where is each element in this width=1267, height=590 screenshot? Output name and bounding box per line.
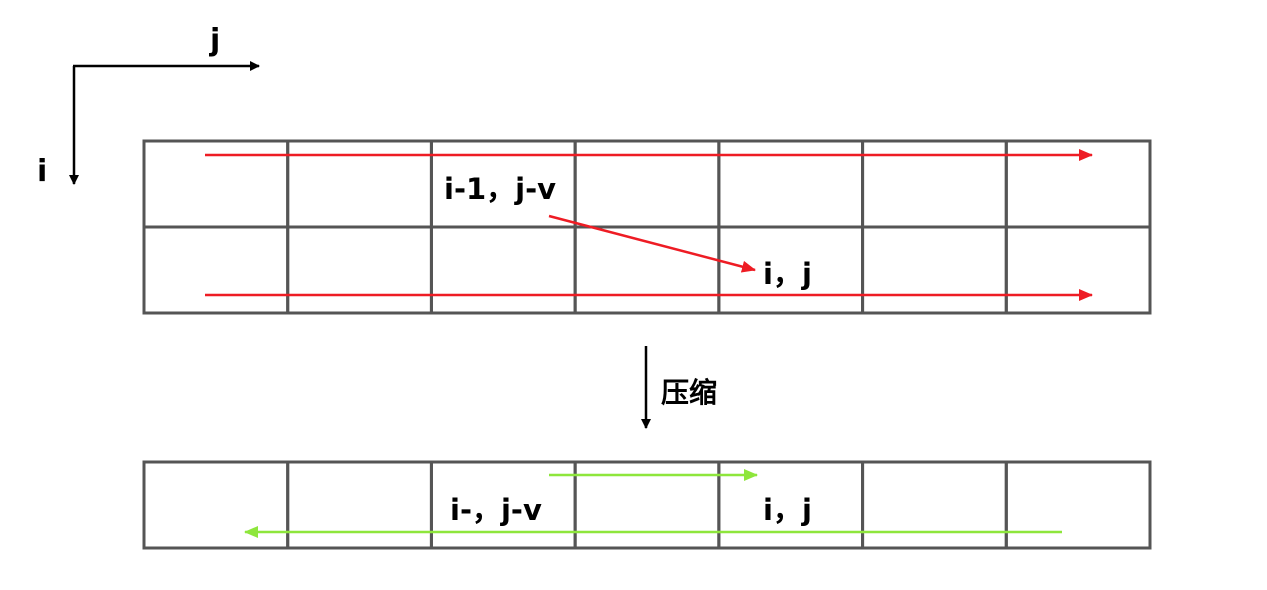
axes: j i — [37, 23, 260, 189]
j-axis-label: j — [209, 23, 220, 58]
top-grid-cell-r2-c3 — [429, 225, 577, 315]
transition-arrow — [548, 214, 756, 273]
bottom-grid-cell-r1-c7 — [1004, 460, 1152, 550]
top-grid-cell-r2-c7 — [1004, 225, 1152, 315]
top-grid-cell-r2-c1 — [142, 225, 290, 315]
bottom-grid-cell-r1-c2 — [286, 460, 433, 550]
bottom-cell-label-curr: i，j — [763, 493, 812, 527]
bottom-grid — [142, 460, 1152, 550]
top-grid-cell-r2-c4 — [573, 225, 721, 315]
top-cell-label-prev: i-1，j-v — [444, 172, 556, 206]
compress-label: 压缩 — [661, 376, 717, 409]
bottom-cell-label-prev: i-，j-v — [450, 493, 542, 527]
bottom-grid-cell-r1-c1 — [142, 460, 290, 550]
bottom-grid-cell-r1-c6 — [861, 460, 1008, 550]
top-grid — [142, 139, 1152, 315]
top-cell-label-curr: i，j — [763, 257, 812, 291]
top-grid-cell-r2-c6 — [861, 225, 1008, 315]
top-grid-cell-r2-c2 — [286, 225, 433, 315]
i-axis-label: i — [37, 154, 47, 189]
